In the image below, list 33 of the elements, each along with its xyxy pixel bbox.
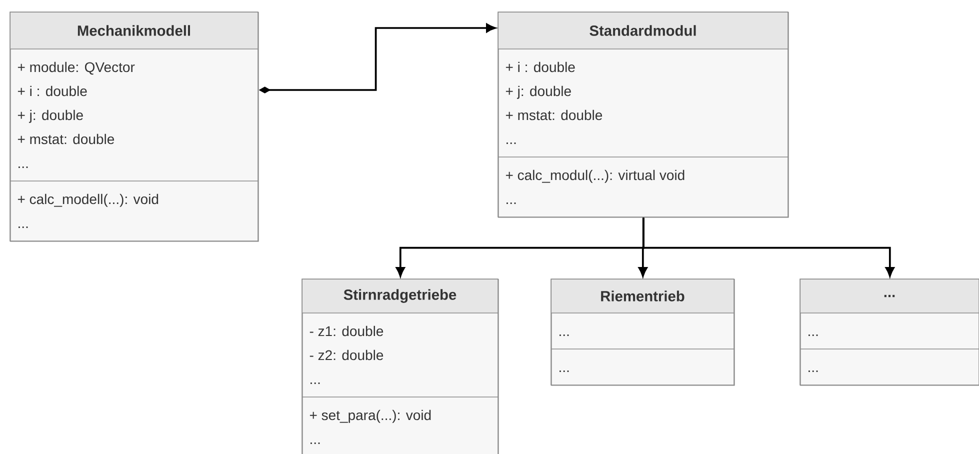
attribute-text: + mstat: double — [506, 110, 602, 120]
class-name: Mechanikmodell — [78, 25, 190, 36]
attribute-text: + module: QVector — [18, 62, 135, 75]
arrow — [642, 218, 894, 277]
method-text: ... — [808, 370, 818, 372]
attribute-text: + mstat: double — [18, 134, 114, 144]
attribute-text: - z2: double — [310, 350, 384, 360]
class-box — [498, 12, 789, 218]
class-name: Riementrieb — [601, 290, 684, 302]
attribute-text: ... — [808, 334, 818, 336]
class-box — [302, 278, 499, 454]
method-text: + set_para(...): void — [310, 410, 431, 423]
attribute-text: + i : double — [506, 62, 575, 72]
method-text: ... — [310, 442, 320, 444]
class-name: Stirnradgetriebe — [344, 289, 456, 303]
attribute-text: + j: double — [18, 110, 83, 123]
class-name: Standardmodul — [590, 25, 696, 36]
method-text: + calc_modul(...): virtual void — [506, 170, 684, 183]
attribute-text: + i : double — [18, 86, 87, 96]
class-box — [10, 12, 259, 242]
attribute-text: ... — [310, 382, 320, 384]
method-text: ... — [560, 370, 569, 372]
method-text: ... — [506, 202, 516, 204]
class-box — [550, 278, 735, 386]
method-text: + calc_modell(...): void — [18, 194, 158, 207]
attribute-text: - z1: double — [310, 326, 384, 336]
attribute-text: ... — [506, 142, 516, 144]
attribute-text: ... — [18, 166, 28, 168]
attribute-text: ... — [560, 334, 569, 336]
method-text: ... — [18, 226, 28, 228]
attribute-text: + j: double — [506, 86, 571, 99]
class-box — [800, 278, 979, 386]
class-name: ... — [884, 294, 895, 298]
